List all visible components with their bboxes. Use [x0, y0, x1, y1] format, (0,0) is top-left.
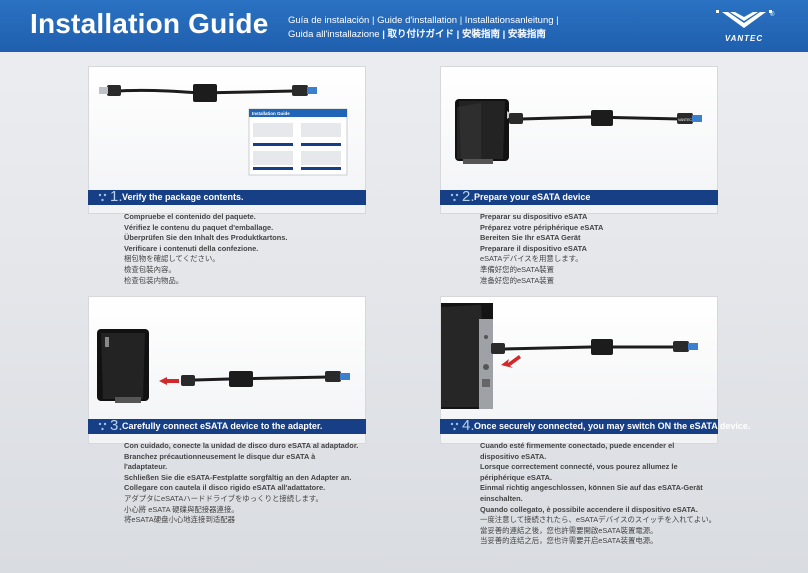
step-1-line: Vérifiez le contenu du paquet d'emballag… [124, 222, 274, 232]
language-italian: Guida all'installazione [288, 29, 380, 40]
step-4-line: Quando collegato, è possibile accendere … [480, 504, 698, 514]
step-3-line: l'adaptateur. [124, 462, 168, 472]
step-4-line: périphérique eSATA. [480, 472, 552, 482]
step-1-bar: 1. Verify the package contents. [88, 188, 366, 205]
language-asian: | 取り付けガイド | 安裝指南 | 安装指南 [382, 29, 546, 40]
step-4-line: einschalten. [480, 493, 523, 503]
step-2-line: 準備好您的eSATA裝置 [480, 264, 555, 274]
step-3-line: Branchez précautionneusement le disque d… [124, 451, 316, 461]
step-1-line: 梱包物を確認してください。 [124, 254, 220, 264]
step-2-line: 准备好您的eSATA装置 [480, 275, 555, 285]
step-3-line: Collegare con cautela il disco rigido eS… [124, 483, 326, 493]
step-3-description: Con cuidado, conecte la unidad de disco … [124, 441, 369, 526]
step-2-line: Preparar su dispositivo eSATA [480, 212, 588, 221]
language-list-line-1: Guía de instalación | Guide d'installati… [288, 15, 559, 26]
step-3-caption: Carefully connect eSATA device to the ad… [122, 421, 323, 431]
step-4-bar: 4. Once securely connected, you may swit… [440, 417, 750, 434]
step-4-number: 4. [462, 417, 475, 434]
page-title: Installation Guide [30, 8, 269, 39]
step-1-line: Überprüfen Sie den Inhalt des Produktkar… [124, 233, 288, 243]
vantec-logo: VANTEC [712, 8, 782, 46]
step-4-line: Lorsque correctement connecté, vous pour… [480, 462, 678, 472]
page-header: Installation Guide Guía de instalación |… [0, 0, 808, 52]
dots-icon [450, 422, 459, 431]
step-3-number: 3. [110, 417, 123, 434]
step-1-illustration: Installation Guide [88, 66, 366, 214]
step-3-bar: 3. Carefully connect eSATA device to the… [88, 417, 366, 434]
step-2-bar: 2. Prepare your eSATA device [440, 188, 718, 205]
step-1-line: 檢查包裝內容。 [124, 264, 176, 274]
step-4-line: 当妥善的连结之后，您也许需要开启eSATA装置电源。 [480, 536, 658, 546]
step-3-line: 将eSATA硬盘小心地连接到适配器 [124, 515, 236, 525]
brand-name: VANTEC [724, 34, 764, 43]
step-4-line: Cuando esté firmemente conectado, puede … [480, 441, 675, 450]
step-2-line: Preparare il dispositivo eSATA [480, 243, 587, 253]
vantec-chevron-icon [716, 10, 772, 28]
step-1-line: 检查包装内物品。 [124, 275, 184, 285]
step-4-line: dispositivo eSATA. [480, 451, 547, 461]
language-list-line-2: Guida all'installazione | 取り付けガイド | 安裝指南… [288, 28, 588, 42]
step-2-line: Préparez votre périphérique eSATA [480, 222, 604, 232]
step-3-line: 小心將 eSATA 硬碟與配接器連接。 [124, 504, 239, 514]
step-4-line: 當妥善的連結之後，您也許需要開啟eSATA裝置電源。 [480, 525, 658, 535]
step-2-line: eSATAデバイスを用意します。 [480, 254, 583, 264]
step-1-number: 1. [110, 188, 123, 205]
step-2-description: Preparar su dispositivo eSATA Préparez v… [480, 212, 725, 286]
step-3-line: Con cuidado, conecte la unidad de disco … [124, 441, 359, 450]
step-2-line: Bereiten Sie Ihr eSATA Gerät [480, 233, 581, 243]
step-3-line: Schließen Sie die eSATA-Festplatte sorgf… [124, 472, 352, 482]
dots-icon [98, 193, 107, 202]
step-4-description: Cuando esté firmemente conectado, puede … [480, 441, 725, 547]
mini-guide-title: Installation Guide [252, 111, 290, 116]
step-2-illustration: VANTEC [440, 66, 718, 214]
step-4-caption: Once securely connected, you may switch … [474, 421, 751, 431]
step-1-line: Compruebe el contenido del paquete. [124, 212, 256, 221]
step-4-line: 一度注意して接続されたら、eSATAデバイスのスイッチを入れてよい。 [480, 515, 716, 525]
step-4-line: Einmal richtig angeschlossen, können Sie… [480, 483, 703, 493]
step-2-number: 2. [462, 188, 475, 205]
dots-icon [450, 193, 459, 202]
dots-icon [98, 422, 107, 431]
cable-adapter-illustration: Installation Guide [99, 84, 348, 176]
step-1-caption: Verify the package contents. [122, 192, 244, 202]
enclosure-cable-illustration: VANTEC [455, 99, 702, 164]
registered-mark: ® [770, 12, 775, 18]
switch-on-illustration [441, 303, 698, 409]
step-2-caption: Prepare your eSATA device [474, 192, 591, 202]
cable-label: VANTEC [678, 118, 692, 122]
connect-adapter-illustration [97, 329, 350, 403]
language-list: Guía de instalación | Guide d'installati… [288, 14, 588, 42]
step-3-line: アダプタにeSATAハードドライブをゆっくりと接続します。 [124, 493, 323, 503]
step-1-description: Compruebe el contenido del paquete. Véri… [124, 212, 369, 286]
step-1-line: Verificare i contenuti della confezione. [124, 243, 259, 253]
